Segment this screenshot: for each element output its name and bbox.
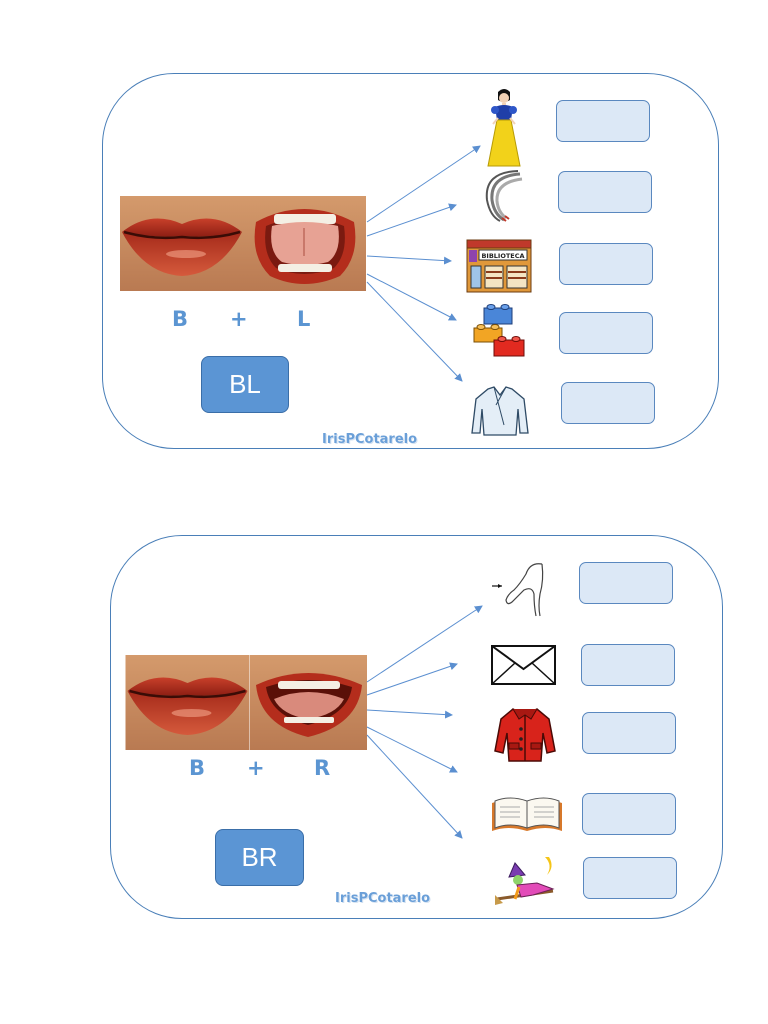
br-syllable-button[interactable]: BR [215, 829, 304, 886]
letter-r: R [314, 756, 331, 780]
tongue-r-lips-image [250, 655, 367, 750]
tongue-l-lips-image [244, 196, 366, 291]
library-sign: BIBLIOTECA [481, 252, 524, 260]
bl-answer-box-3[interactable] [559, 243, 653, 285]
bl-credit: IrisPCotarelo [322, 432, 418, 447]
letter-b-2: B [189, 756, 206, 780]
br-answer-box-5[interactable] [583, 857, 677, 899]
br-answer-box-3[interactable] [582, 712, 676, 754]
blouse-icon [470, 385, 530, 437]
br-answer-box-2[interactable] [581, 644, 675, 686]
bl-syllable-button[interactable]: BL [201, 356, 289, 413]
plus-sign-2: + [247, 756, 265, 780]
bl-answer-box-5[interactable] [561, 382, 655, 424]
bl-answer-box-4[interactable] [559, 312, 653, 354]
blocks-icon [470, 302, 530, 360]
arm-icon [490, 560, 548, 618]
bl-answer-box-2[interactable] [558, 171, 652, 213]
bl-answer-box-1[interactable] [556, 100, 650, 142]
br-answer-box-1[interactable] [579, 562, 673, 604]
book-icon [490, 795, 564, 835]
library-icon: BIBLIOTECA [465, 238, 533, 293]
cables-icon [480, 170, 524, 222]
plus-sign: + [230, 307, 248, 331]
br-credit: IrisPCotarelo [335, 891, 431, 906]
closed-lips-image [120, 196, 244, 291]
coat-icon [493, 705, 557, 763]
envelope-icon [491, 645, 556, 685]
witch-icon [493, 853, 559, 908]
letter-b: B [172, 307, 189, 331]
br-answer-box-4[interactable] [582, 793, 676, 835]
princess-icon [484, 88, 524, 168]
letter-l: L [297, 307, 311, 331]
closed-lips-image-2 [125, 655, 250, 750]
